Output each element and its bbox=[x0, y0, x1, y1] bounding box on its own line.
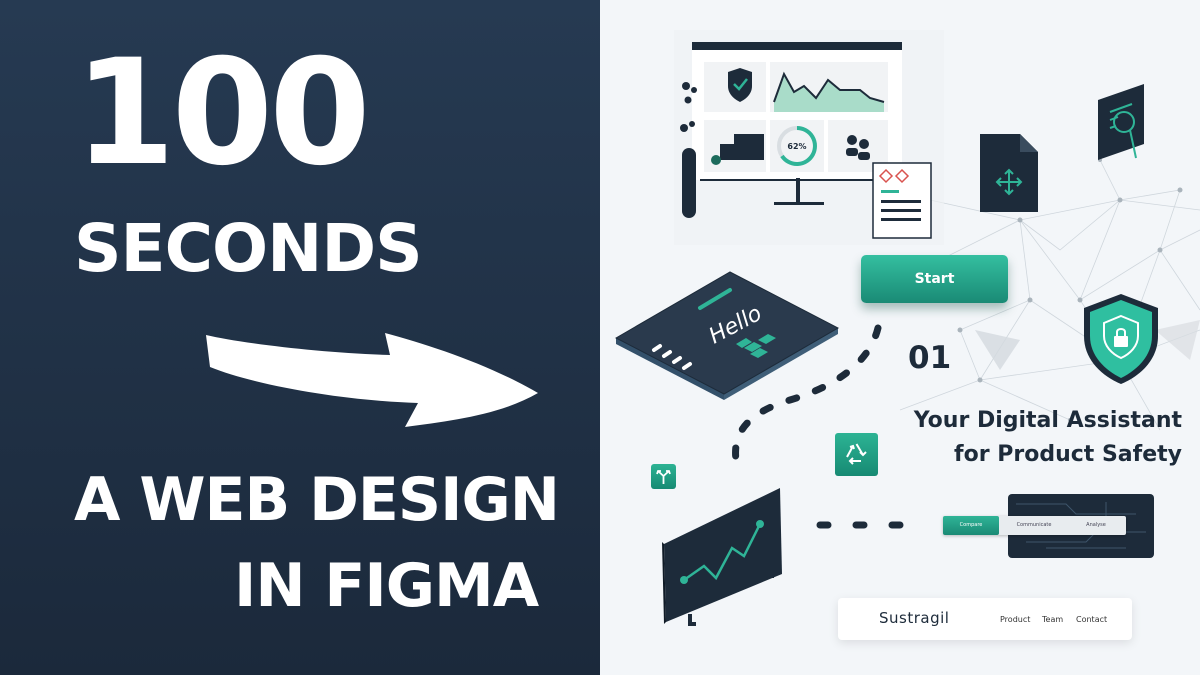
tab-compare[interactable]: Compare bbox=[943, 516, 999, 535]
nav-contact[interactable]: Contact bbox=[1076, 615, 1108, 624]
arrow-right-icon bbox=[206, 333, 538, 427]
people-icon bbox=[846, 135, 870, 160]
title-100: 100 bbox=[74, 28, 371, 198]
trend-board bbox=[662, 488, 782, 626]
move-file-icon bbox=[980, 134, 1038, 212]
tab-analyse[interactable]: Analyse bbox=[1086, 522, 1106, 528]
safety-document bbox=[872, 162, 932, 239]
shield-lock-icon bbox=[1084, 294, 1158, 384]
title-seconds: SECONDS bbox=[74, 210, 423, 287]
step-number: 01 bbox=[908, 340, 952, 376]
title-a-web-design: A WEB DESIGN bbox=[74, 465, 560, 535]
recycle-chip bbox=[835, 433, 878, 476]
magnifier-card bbox=[1098, 84, 1144, 160]
split-arrows-chip bbox=[651, 464, 676, 489]
site-navbar: Sustragil Product Team Contact bbox=[838, 598, 1132, 640]
tagline: Your Digital Assistant for Product Safet… bbox=[914, 404, 1182, 472]
dashboard-percent: 62% bbox=[787, 142, 806, 151]
brand-logo[interactable]: Sustragil bbox=[879, 609, 950, 627]
recycle-icon bbox=[846, 443, 867, 465]
left-title-panel: 100 SECONDS A WEB DESIGN IN FIGMA bbox=[0, 0, 600, 675]
dashed-connector bbox=[732, 324, 924, 529]
dashboard-monitor: 62% bbox=[674, 30, 944, 245]
nav-team[interactable]: Team bbox=[1042, 615, 1064, 624]
split-arrows-icon bbox=[656, 470, 671, 484]
magnifier-icon bbox=[1109, 103, 1137, 159]
tagline-line-1: Your Digital Assistant bbox=[913, 408, 1182, 433]
hello-card: Hello bbox=[614, 271, 840, 400]
tagline-line-2: for Product Safety bbox=[954, 442, 1182, 467]
nav-product[interactable]: Product bbox=[1000, 615, 1031, 624]
title-in-figma: IN FIGMA bbox=[234, 551, 539, 621]
feature-tabs: Compare Communicate Analyse bbox=[943, 516, 1126, 535]
tab-communicate[interactable]: Communicate bbox=[1016, 522, 1052, 528]
start-button[interactable]: Start bbox=[861, 255, 1008, 303]
move-arrows-icon bbox=[995, 168, 1023, 196]
truck-icon bbox=[734, 134, 764, 160]
